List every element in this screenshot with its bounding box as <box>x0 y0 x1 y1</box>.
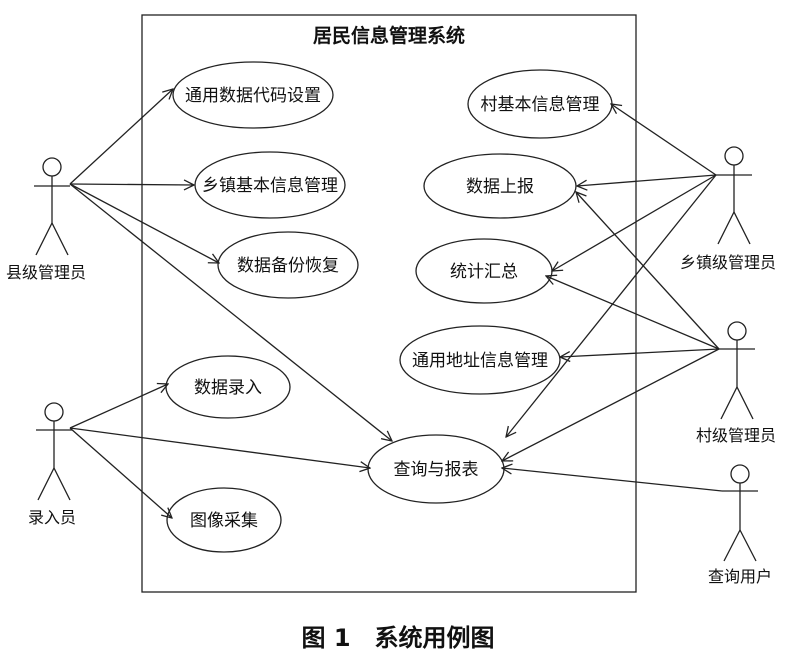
figure-caption: 图 1 系统用例图 <box>301 624 494 652</box>
assoc-village-query <box>502 348 720 461</box>
use-case-backup-restore: 数据备份恢复 <box>217 231 359 299</box>
assoc-county-backup <box>69 183 219 263</box>
use-case-data-report: 数据上报 <box>423 153 577 219</box>
assoc-entry-query <box>69 427 370 468</box>
use-case-address-info: 通用地址信息管理 <box>399 325 561 395</box>
actor-data-entry-figure <box>36 402 72 501</box>
actor-query-user-figure <box>722 464 758 562</box>
use-case-label: 数据备份恢复 <box>237 256 339 276</box>
assoc-county-query <box>69 183 392 441</box>
assoc-village-data-report <box>576 192 720 350</box>
use-case-query-report: 查询与报表 <box>367 434 505 504</box>
actor-town-admin-figure <box>716 146 752 245</box>
assoc-county-town-info <box>69 184 194 185</box>
assoc-village-address-info <box>560 348 720 357</box>
use-case-label: 数据上报 <box>466 177 534 197</box>
use-case-village-info: 村基本信息管理 <box>467 69 613 139</box>
actor-label-county-admin: 县级管理员 <box>6 263 86 282</box>
assoc-town-data-report <box>577 174 717 186</box>
use-case-label: 乡镇基本信息管理 <box>202 176 338 196</box>
use-case-label: 数据录入 <box>194 378 262 398</box>
assoc-query-user-query <box>502 468 723 492</box>
assoc-village-statistics <box>546 276 720 350</box>
use-case-code-settings: 通用数据代码设置 <box>172 61 334 129</box>
actor-label-town-admin: 乡镇级管理员 <box>680 253 776 272</box>
use-case-image-capture: 图像采集 <box>166 487 282 553</box>
use-case-label: 图像采集 <box>190 511 258 531</box>
actor-label-village-admin: 村级管理员 <box>696 426 776 445</box>
assoc-entry-image <box>69 427 172 518</box>
assoc-county-code-settings <box>69 89 173 185</box>
assoc-town-statistics <box>552 174 717 271</box>
assoc-town-village-info <box>611 104 717 176</box>
assoc-town-address-info <box>506 174 717 437</box>
use-case-label: 通用地址信息管理 <box>412 351 548 371</box>
actor-label-query-user: 查询用户 <box>708 567 772 586</box>
use-case-label: 通用数据代码设置 <box>185 86 321 106</box>
use-case-label: 查询与报表 <box>394 460 479 480</box>
system-boundary <box>141 14 637 593</box>
use-case-statistics: 统计汇总 <box>415 238 553 304</box>
use-case-label: 村基本信息管理 <box>481 95 600 115</box>
use-case-label: 统计汇总 <box>450 262 518 282</box>
actor-label-data-entry: 录入员 <box>28 508 76 527</box>
use-case-town-info: 乡镇基本信息管理 <box>194 151 346 219</box>
assoc-entry-data-entry <box>69 384 168 429</box>
system-title: 居民信息管理系统 <box>313 24 465 47</box>
actor-county-admin-figure <box>34 157 70 256</box>
use-case-data-entry: 数据录入 <box>165 355 291 419</box>
actor-village-admin-figure <box>719 321 755 420</box>
